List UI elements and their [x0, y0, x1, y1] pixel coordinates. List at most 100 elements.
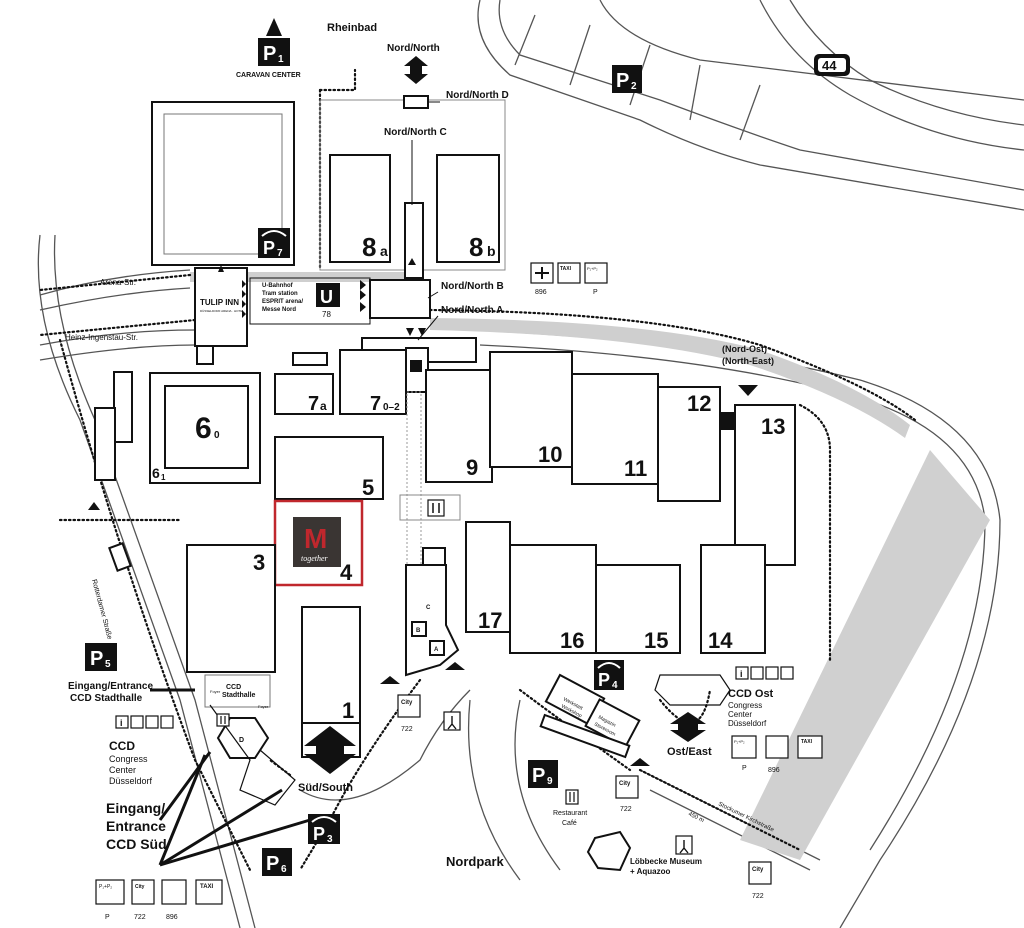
north-entrance-arrow-icon: [404, 56, 428, 84]
hall-7a-label: 7: [308, 393, 319, 415]
hall-abc[interactable]: [405, 564, 460, 677]
svg-text:Düsseldorf: Düsseldorf: [728, 719, 767, 728]
parking-p2[interactable]: P 2: [612, 65, 642, 93]
city-bus-icon-1: City: [397, 694, 421, 718]
hall-4-label: 4: [340, 560, 353, 585]
parking-p1[interactable]: P 1: [258, 18, 290, 66]
svg-text:4: 4: [612, 680, 618, 691]
parking-p4[interactable]: P 4: [594, 660, 624, 691]
svg-text:Entrance: Entrance: [106, 818, 166, 834]
hall-7-label: 7: [370, 393, 381, 415]
svg-text:Stadthalle: Stadthalle: [222, 692, 256, 699]
hall-6[interactable]: [149, 372, 261, 484]
city-bus-icon-3: City: [748, 861, 772, 885]
svg-text:TAXI: TAXI: [801, 739, 813, 745]
parking-p7[interactable]: P 7: [258, 228, 290, 259]
hall-14-label: 14: [708, 628, 733, 653]
north-east-road: [430, 318, 910, 438]
svg-text:City: City: [135, 884, 145, 890]
parking-p9[interactable]: P 9: [528, 760, 558, 788]
hall-1[interactable]: [301, 606, 361, 724]
svg-text:P: P: [90, 648, 103, 670]
hall-14[interactable]: [700, 544, 766, 654]
svg-text:Süd/South: Süd/South: [298, 782, 353, 794]
hall-13[interactable]: [734, 404, 796, 566]
svg-text:U: U: [320, 287, 333, 307]
entrance-north-b-building[interactable]: [369, 279, 431, 319]
parking-p6[interactable]: P 6: [262, 848, 292, 876]
icons: U 78 TAXI P₁+P₂ 896 P i i P₁+P₂ TAXI: [95, 262, 823, 921]
svg-text:Eingang/Entrance: Eingang/Entrance: [68, 681, 153, 692]
pedestrian-icon-1: [443, 711, 461, 731]
svg-text:a: a: [320, 399, 327, 413]
svg-text:B: B: [416, 628, 421, 634]
south-transit-icons: P₁+P₂ City TAXI: [95, 879, 223, 905]
hall-7a[interactable]: [274, 373, 334, 415]
svg-text:P: P: [263, 43, 276, 65]
svg-text:6: 6: [281, 864, 287, 875]
tulip-inn-hotel: [194, 267, 248, 347]
hall-4[interactable]: [273, 499, 364, 587]
svg-text:Ost/East: Ost/East: [667, 746, 712, 758]
hall-5[interactable]: [274, 436, 384, 500]
hall-9-label: 9: [466, 455, 478, 480]
hall-11-label: 11: [624, 456, 647, 481]
svg-text:P: P: [105, 914, 110, 921]
hall-16-label: 16: [560, 628, 584, 653]
svg-text:44: 44: [822, 58, 837, 73]
svg-text:P₁+P₂: P₁+P₂: [734, 739, 745, 744]
hall-10[interactable]: [489, 351, 573, 468]
svg-text:722: 722: [401, 726, 413, 733]
hall-12[interactable]: [657, 386, 721, 502]
svg-text:TAXI: TAXI: [200, 884, 214, 890]
entrance-arrows: [88, 56, 758, 774]
svg-text:P: P: [266, 853, 279, 875]
hall-8a[interactable]: [329, 154, 391, 263]
ccd-ost-info-icons: i: [735, 666, 794, 680]
map-labels: CARAVAN CENTER Rheinbad Nord/North Nord/…: [65, 22, 775, 876]
svg-text:CCD Stadthalle: CCD Stadthalle: [70, 693, 143, 704]
svg-text:i: i: [120, 718, 123, 728]
svg-text:Nord/North C: Nord/North C: [384, 127, 447, 138]
svg-text:(Nord-Ost): (Nord-Ost): [722, 344, 767, 354]
svg-text:P: P: [598, 670, 610, 690]
svg-text:CCD Süd: CCD Süd: [106, 836, 167, 852]
restaurant-icon: [427, 499, 445, 517]
hall-7[interactable]: [339, 349, 407, 415]
svg-text:P: P: [742, 765, 747, 772]
parking-p3[interactable]: P 3: [308, 814, 340, 845]
svg-text:9: 9: [547, 776, 553, 787]
loebbecke-museum[interactable]: [586, 830, 632, 872]
svg-text:Rheinbad: Rheinbad: [327, 22, 377, 34]
svg-text:5: 5: [105, 659, 111, 670]
svg-text:0–2: 0–2: [383, 402, 400, 413]
hall-13-label: 13: [761, 414, 785, 439]
ccd-hall-d[interactable]: [216, 717, 270, 759]
ccd-stadthalle-building[interactable]: [204, 674, 271, 708]
hall-11[interactable]: [571, 373, 659, 485]
svg-text:0: 0: [214, 430, 220, 441]
svg-text:Nord/North D: Nord/North D: [446, 90, 509, 101]
hall-3[interactable]: [186, 544, 276, 673]
svg-text:+ Aquazoo: + Aquazoo: [630, 867, 670, 876]
hall-8b[interactable]: [436, 154, 500, 263]
together-logo: M together: [293, 517, 341, 567]
svg-text:722: 722: [134, 914, 146, 921]
hall-17[interactable]: [465, 521, 511, 633]
hall-9[interactable]: [425, 369, 493, 483]
svg-text:Nord/North B: Nord/North B: [441, 281, 504, 292]
svg-text:Düsseldorf: Düsseldorf: [109, 776, 153, 786]
svg-text:Congress: Congress: [109, 754, 148, 764]
svg-text:City: City: [619, 781, 631, 787]
svg-text:6: 6: [152, 465, 160, 481]
svg-text:Center: Center: [728, 710, 752, 719]
hall-15[interactable]: [595, 564, 681, 654]
east-entrance-arrow-icon: [670, 712, 706, 742]
svg-text:together: together: [301, 554, 329, 563]
plane-bus-icon: [530, 262, 554, 284]
svg-text:P: P: [313, 824, 325, 844]
parking-p5[interactable]: P 5: [85, 643, 117, 671]
svg-text:CARAVAN CENTER: CARAVAN CENTER: [236, 72, 301, 79]
tulip-icon: [218, 265, 224, 272]
svg-text:CCD: CCD: [226, 684, 241, 691]
